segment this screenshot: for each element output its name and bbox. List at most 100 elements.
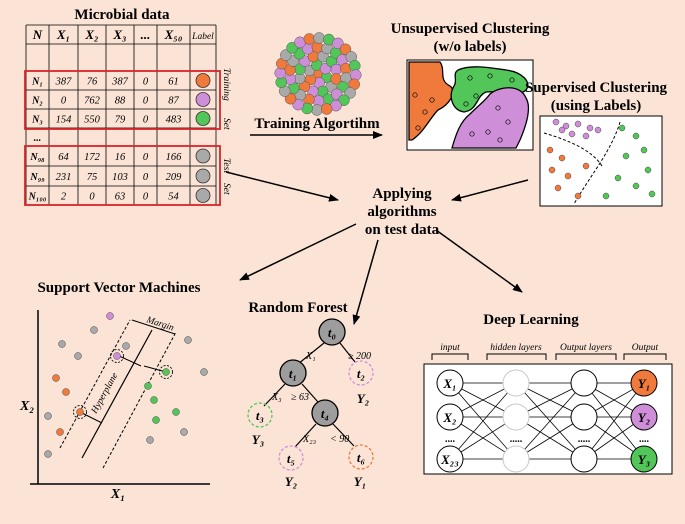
rf-t2-label: t₂ (357, 366, 365, 381)
unsupervised-point (463, 101, 469, 107)
supervised-purple-point (586, 124, 594, 132)
dl-connection (449, 382, 517, 460)
table-row-id: ... (34, 133, 42, 144)
table-header-cell: ... (141, 27, 151, 42)
rf-edge2-cond: ≥ 63 (291, 392, 309, 403)
training-algorithm-label: Training Algortihm (254, 116, 380, 132)
supervised-orange-point (582, 162, 590, 170)
unsupervised-point (429, 97, 435, 103)
svm-point (200, 368, 208, 376)
supervised-green-point (632, 132, 640, 140)
dl-input-x2: X₂ (442, 410, 456, 425)
svm-point (106, 312, 114, 320)
rf-node-t6 (348, 444, 374, 470)
supervised-boundary-1 (543, 132, 603, 167)
test-set-label: Set (221, 183, 231, 195)
supervised-green-point (618, 124, 626, 132)
svm-point (184, 336, 192, 344)
table-cell: 762 (84, 96, 101, 107)
svm-hyperplane-label: Hyperplane (89, 371, 120, 416)
unsupervised-point (473, 93, 479, 99)
supervised-purple-point (594, 126, 602, 134)
unsupervised-subtitle: (w/o labels) (434, 39, 507, 55)
table-cell: 0 (89, 192, 95, 203)
supervised-green-point (602, 192, 610, 200)
table-title: Microbial data (74, 7, 170, 23)
table-cell: 172 (84, 152, 101, 163)
supervised-orange-point (546, 146, 554, 154)
svm-point (150, 396, 158, 404)
ball-microbe (320, 103, 333, 115)
table-cell: 0 (61, 96, 67, 107)
rf-edge2-var: X₃ (271, 392, 282, 403)
supervised-orange-point (574, 192, 582, 200)
svm-margin-line-1 (59, 319, 131, 449)
rf-node-t4 (311, 399, 339, 427)
svm-support-vector-ring (110, 349, 124, 363)
svm-point (74, 352, 82, 360)
ball-microbe (286, 42, 298, 54)
rf-leaf-t2: Y₂ (357, 391, 369, 406)
supervised-purple-point (552, 118, 560, 126)
dl-hidden-label: hidden layers (490, 343, 542, 353)
rf-edge1-var: X₁ (305, 351, 316, 362)
supervised-purple-point (582, 132, 590, 140)
table-cell: 550 (84, 115, 101, 126)
unsupervised-point (469, 131, 475, 137)
dl-input-label: input (440, 343, 460, 353)
unsupervised-point (497, 137, 503, 143)
dl-outlayer-neuron (570, 369, 598, 397)
applying-line-3: on test data (365, 222, 440, 238)
dl-output-neuron (630, 369, 658, 397)
svm-point (58, 340, 66, 348)
test-label: Test (221, 158, 231, 173)
table-cell: 54 (168, 192, 179, 203)
dl-input-neuron (436, 369, 464, 397)
dl-outlayer-dots: ..... (578, 434, 591, 445)
unsupervised-point (495, 105, 501, 111)
rf-edge3-var: X₂₃ (302, 434, 317, 445)
table-label-dot (195, 73, 211, 88)
unsupervised-point (485, 129, 491, 135)
table-cell: 64 (58, 152, 69, 163)
training-set-box (24, 70, 221, 130)
rf-node-t5 (278, 445, 304, 471)
supervised-title: Supervised Clustering (525, 80, 668, 96)
table-cell: 2 (61, 192, 67, 203)
dl-connection (583, 382, 645, 460)
dl-hidden-dots: ..... (510, 434, 523, 445)
supervised-green-point (614, 174, 622, 182)
svm-margin-bracket (131, 319, 176, 335)
svm-point (122, 342, 130, 350)
table-cell: 166 (166, 152, 183, 163)
dl-outlayer-neuron (570, 445, 598, 473)
rf-leaf-t5: Y₂ (285, 474, 297, 489)
supervised-purple-point (558, 126, 566, 134)
rf-edge1-cond: ≥ 200 (348, 351, 371, 362)
table-cell: 0 (143, 172, 149, 183)
microbe-cluster-ball (274, 32, 362, 116)
rf-title: Random Forest (248, 300, 347, 316)
svm-points (44, 312, 208, 458)
svm-support-link-1 (79, 411, 103, 424)
supervised-orange-point (558, 154, 566, 162)
dl-output-y3: Y₃ (638, 452, 650, 467)
supervised-orange-point (548, 166, 556, 174)
table-cell: 75 (87, 172, 98, 183)
dl-output-y1: Y₁ (638, 376, 650, 391)
supervised-orange-point (564, 172, 572, 180)
supervised-purple-point (574, 120, 582, 128)
dl-output-neuron (630, 445, 658, 473)
rf-t3-label: t₃ (256, 408, 264, 423)
dl-hidden-neuron (502, 445, 530, 473)
ball-microbe (311, 104, 323, 116)
test-set-box (24, 145, 221, 206)
svm-point (172, 408, 180, 416)
rf-node-t2 (348, 360, 374, 386)
table-header-cell: X₂ (84, 27, 98, 42)
table-row-id: N₃ (31, 115, 43, 126)
rf-edge3-cond: < 90 (330, 434, 349, 445)
table-header-cell: Label (191, 32, 214, 42)
table-row-id: N₁₀₀ (28, 192, 47, 203)
